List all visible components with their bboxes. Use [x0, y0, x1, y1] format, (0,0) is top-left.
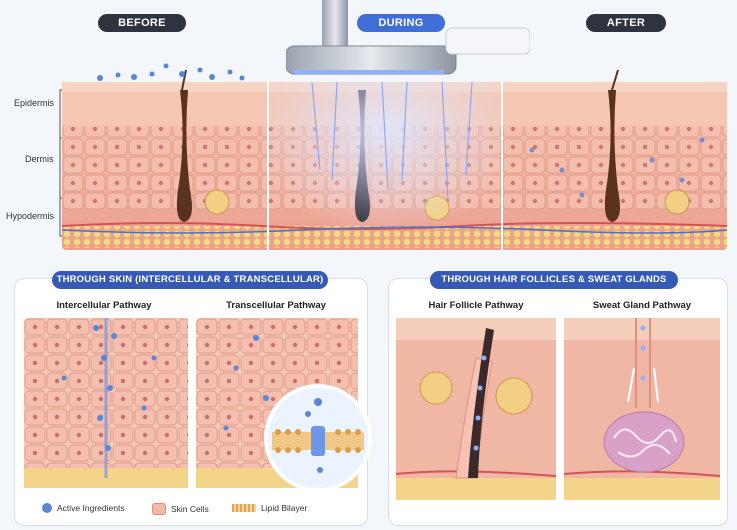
- hair-follicle-illustration: [396, 318, 556, 500]
- skin-pathway-banner: THROUGH SKIN (INTERCELLULAR & TRANSCELLU…: [52, 271, 328, 289]
- active-ingredient-icon: [42, 503, 52, 513]
- lipid-bilayer-icon: [232, 504, 256, 512]
- legend-active-label: Active Ingredients: [57, 503, 125, 513]
- legend-cells-label: Skin Cells: [171, 504, 209, 514]
- during-label: DURING: [357, 14, 445, 32]
- sweat-gland-title: Sweat Gland Pathway: [592, 300, 692, 311]
- hypodermis-label: Hypodermis: [6, 211, 55, 221]
- follicle-pathway-banner: THROUGH HAIR FOLLICLES & SWEAT GLANDS: [430, 271, 678, 289]
- intercellular-illustration: [24, 318, 188, 488]
- after-label: AFTER: [586, 14, 666, 32]
- legend-lipid: Lipid Bilayer: [232, 503, 307, 513]
- legend-lipid-label: Lipid Bilayer: [261, 503, 308, 513]
- skin-cell-icon: [152, 503, 166, 515]
- epidermis-label: Epidermis: [14, 98, 55, 108]
- legend-cells: Skin Cells: [152, 503, 209, 515]
- device-head: [286, 0, 530, 75]
- intercellular-title: Intercellular Pathway: [56, 300, 152, 311]
- hair-follicle-title: Hair Follicle Pathway: [428, 300, 524, 311]
- lipid-bilayer-zoom: [264, 384, 372, 492]
- sweat-gland-illustration: [564, 318, 720, 500]
- legend-active: Active Ingredients: [42, 503, 125, 513]
- transcellular-title: Transcellular Pathway: [226, 300, 326, 311]
- dermis-label: Dermis: [25, 154, 54, 164]
- before-label: BEFORE: [98, 14, 186, 32]
- skin-cross-section: [62, 63, 728, 250]
